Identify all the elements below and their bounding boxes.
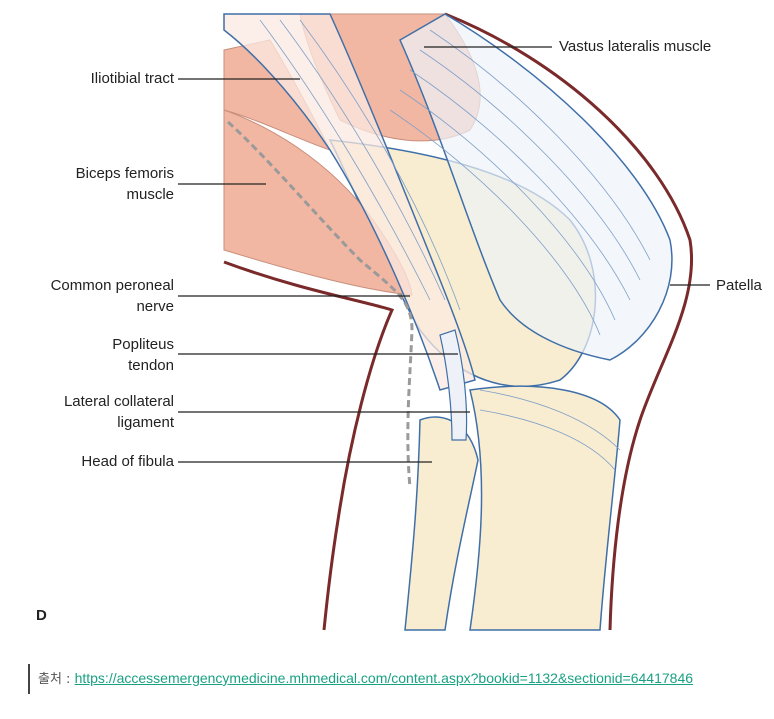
label-lcl-line1: Lateral collateral <box>63 393 174 410</box>
label-popliteus-line2: tendon <box>128 357 174 374</box>
skin-outline-back <box>223 260 395 631</box>
label-biceps-femoris-line2: muscle <box>126 186 174 203</box>
label-common-peroneal-line1: Common peroneal <box>50 277 174 294</box>
patella-and-retinaculum <box>399 13 673 361</box>
label-iliotibial-tract: Iliotibial tract <box>90 70 174 87</box>
leader-lines <box>178 46 710 463</box>
source-link[interactable]: https://accessemergencymedicine.mhmedica… <box>74 670 694 686</box>
label-head-of-fibula: Head of fibula <box>81 453 174 470</box>
label-popliteus-line1: Popliteus <box>112 336 174 353</box>
iliotibial-tract <box>223 13 476 391</box>
label-common-peroneal-line2: nerve <box>136 298 174 315</box>
source-citation: 출처 : https://accessemergencymedicine.mhm… <box>38 668 693 687</box>
source-quote-bar <box>28 664 30 694</box>
ligament-fibers <box>259 19 651 471</box>
label-patella: Patella <box>716 277 762 294</box>
skin-outline-front <box>444 12 693 631</box>
label-biceps-femoris-line1: Biceps femoris <box>75 165 174 182</box>
label-vastus-lateralis: Vastus lateralis muscle <box>559 38 712 55</box>
common-peroneal-nerve <box>226 120 414 489</box>
panel-letter: D <box>36 607 47 624</box>
label-lcl-line2: ligament <box>117 414 174 431</box>
knee-anatomy-illustration <box>178 12 710 631</box>
source-prefix: 출처 : <box>38 672 75 687</box>
tibia <box>469 385 621 631</box>
fibula <box>404 416 479 631</box>
